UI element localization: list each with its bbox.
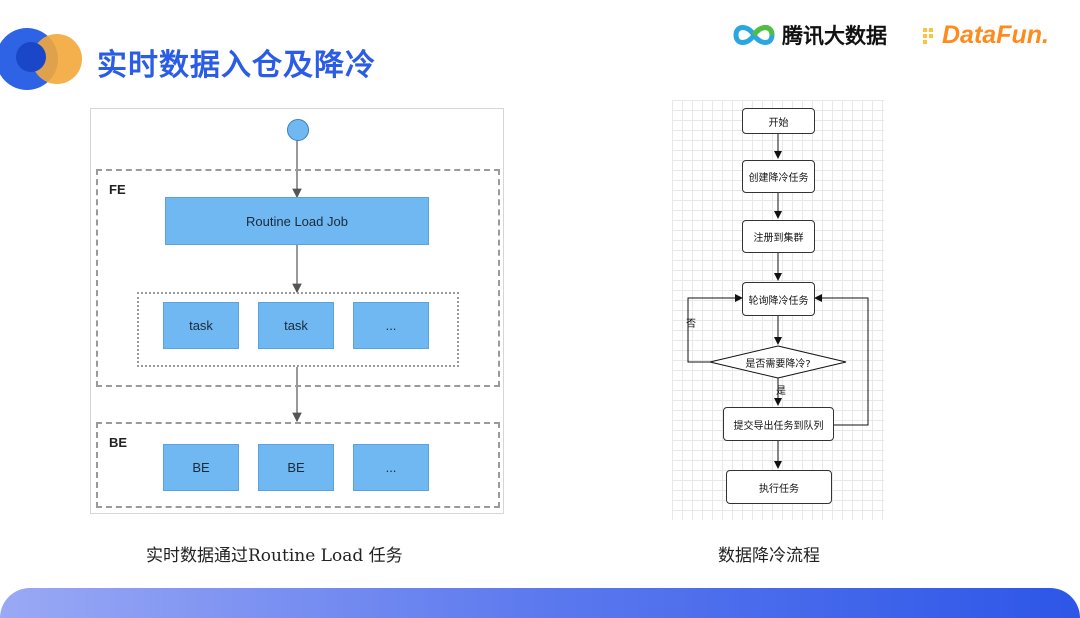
left-caption: 实时数据通过Routine Load 任务	[146, 546, 403, 566]
be-label: BE	[109, 435, 128, 450]
be-ellipsis-block: ...	[353, 444, 429, 491]
fe-region	[96, 169, 500, 387]
flow-no-label: 否	[686, 319, 696, 330]
logo-circle-inner	[16, 42, 46, 72]
flow-decision-text: 是否需要降冷?	[745, 359, 811, 370]
flow-execute: 执行任务	[726, 470, 832, 504]
flow-start: 开始	[742, 108, 815, 134]
flow-submit: 提交导出任务到队列	[723, 407, 834, 441]
flow-create-task: 创建降冷任务	[742, 160, 815, 193]
be-block: BE	[163, 444, 239, 491]
flowchart-arrows	[687, 134, 869, 469]
be-block: BE	[258, 444, 334, 491]
task-group	[137, 292, 459, 367]
arrow-submit-loop	[814, 294, 869, 426]
fe-label: FE	[109, 182, 126, 197]
routine-load-job-block: Routine Load Job	[165, 197, 429, 245]
diagram-arrows	[292, 139, 302, 423]
brand-tencent-text: 腾讯大数据	[782, 24, 887, 48]
page-title: 实时数据入仓及降冷	[97, 48, 376, 83]
arrow-no-loop	[687, 294, 743, 363]
infinity-logo-icon	[733, 25, 775, 45]
cooldown-flowchart: 开始 创建降冷任务 注册到集群 轮询降冷任务 是否需要降冷? 否 是 提交导出任…	[672, 100, 884, 520]
footer-band	[0, 588, 1080, 618]
brand-datafun: DataFun.	[922, 20, 1049, 50]
routine-load-diagram: FE Routine Load Job task task ... BE BE …	[90, 108, 504, 514]
task-block: task	[163, 302, 239, 349]
flow-register: 注册到集群	[742, 220, 815, 253]
flow-poll: 轮询降冷任务	[742, 282, 815, 316]
dots-logo-icon	[923, 28, 933, 44]
task-ellipsis-block: ...	[353, 302, 429, 349]
be-region	[96, 422, 500, 508]
brand-datafun-text: DataFun.	[942, 20, 1049, 49]
brand-tencent: 腾讯大数据	[732, 20, 887, 50]
decision-diamond	[709, 345, 847, 379]
task-block: task	[258, 302, 334, 349]
start-node	[287, 119, 309, 141]
right-caption: 数据降冷流程	[718, 546, 820, 566]
flow-yes-label: 是	[776, 386, 786, 397]
